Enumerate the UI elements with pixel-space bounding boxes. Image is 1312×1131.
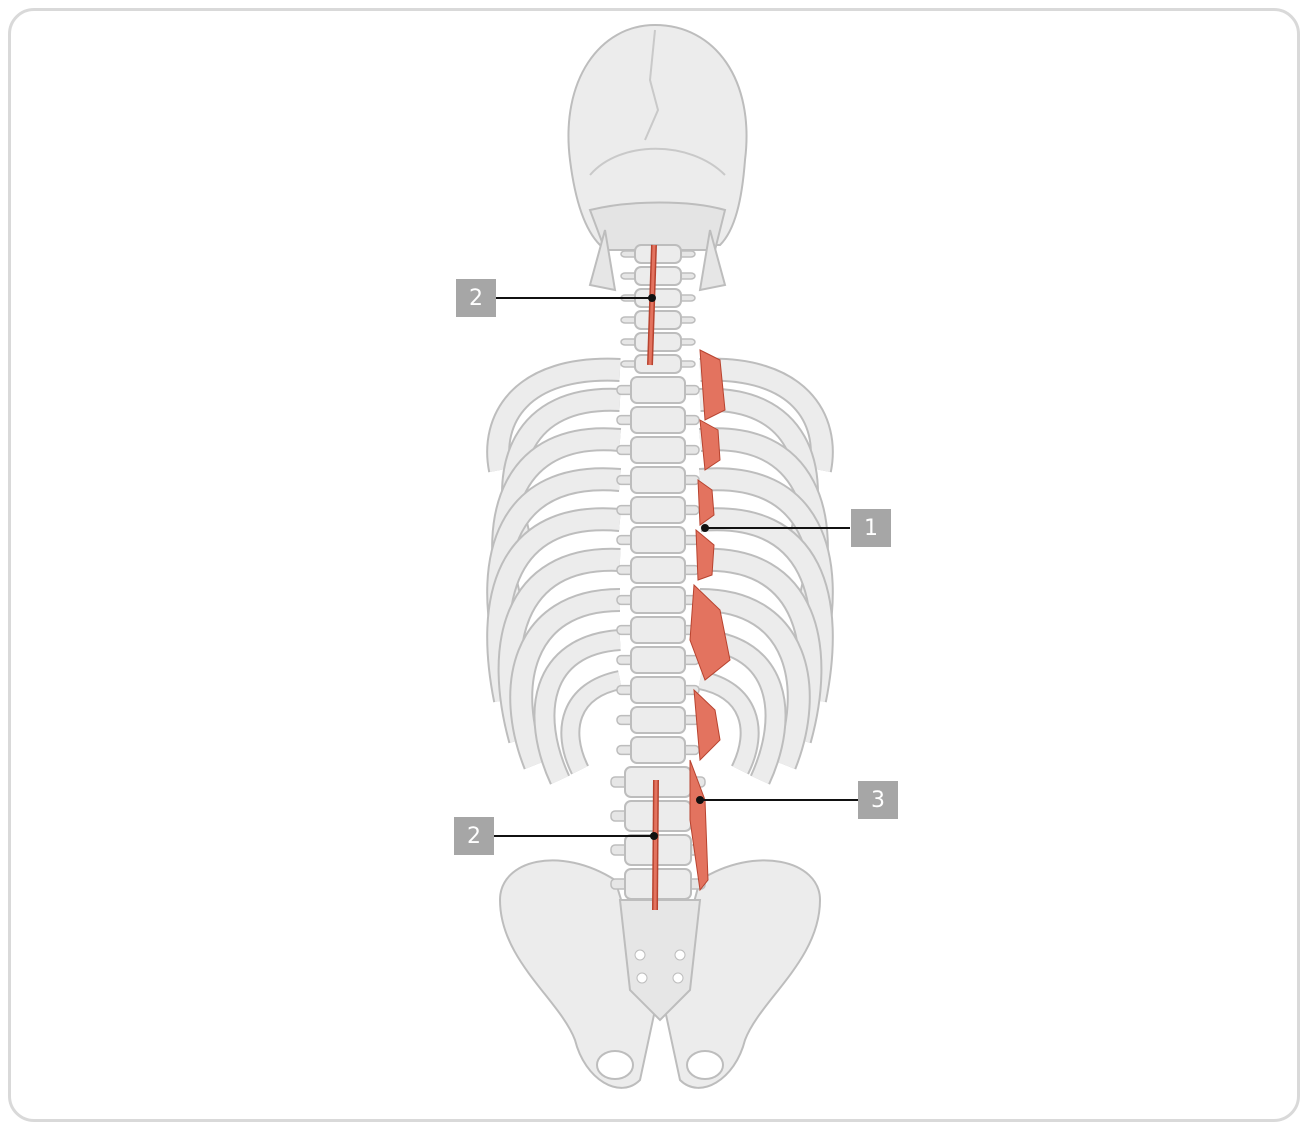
vertebra <box>635 267 681 285</box>
vertebra <box>631 377 685 403</box>
callout-label-3: 3 <box>858 781 898 819</box>
vertebra <box>631 737 685 763</box>
callout-label-1: 1 <box>851 509 891 547</box>
vertebra <box>635 355 681 373</box>
vertebra <box>631 467 685 493</box>
callout-label-2-bottom: 2 <box>454 817 494 855</box>
vertebra <box>631 527 685 553</box>
vertebra <box>631 407 685 433</box>
vertebra <box>631 647 685 673</box>
vertebra <box>631 677 685 703</box>
vertebra <box>631 617 685 643</box>
vertebra <box>631 707 685 733</box>
vertebra <box>635 311 681 329</box>
vertebra <box>631 437 685 463</box>
vertebra <box>635 333 681 351</box>
vertebra <box>635 245 681 263</box>
vertebra <box>631 587 685 613</box>
callout-label-2-top: 2 <box>456 279 496 317</box>
vertebra <box>631 497 685 523</box>
vertebra <box>631 557 685 583</box>
